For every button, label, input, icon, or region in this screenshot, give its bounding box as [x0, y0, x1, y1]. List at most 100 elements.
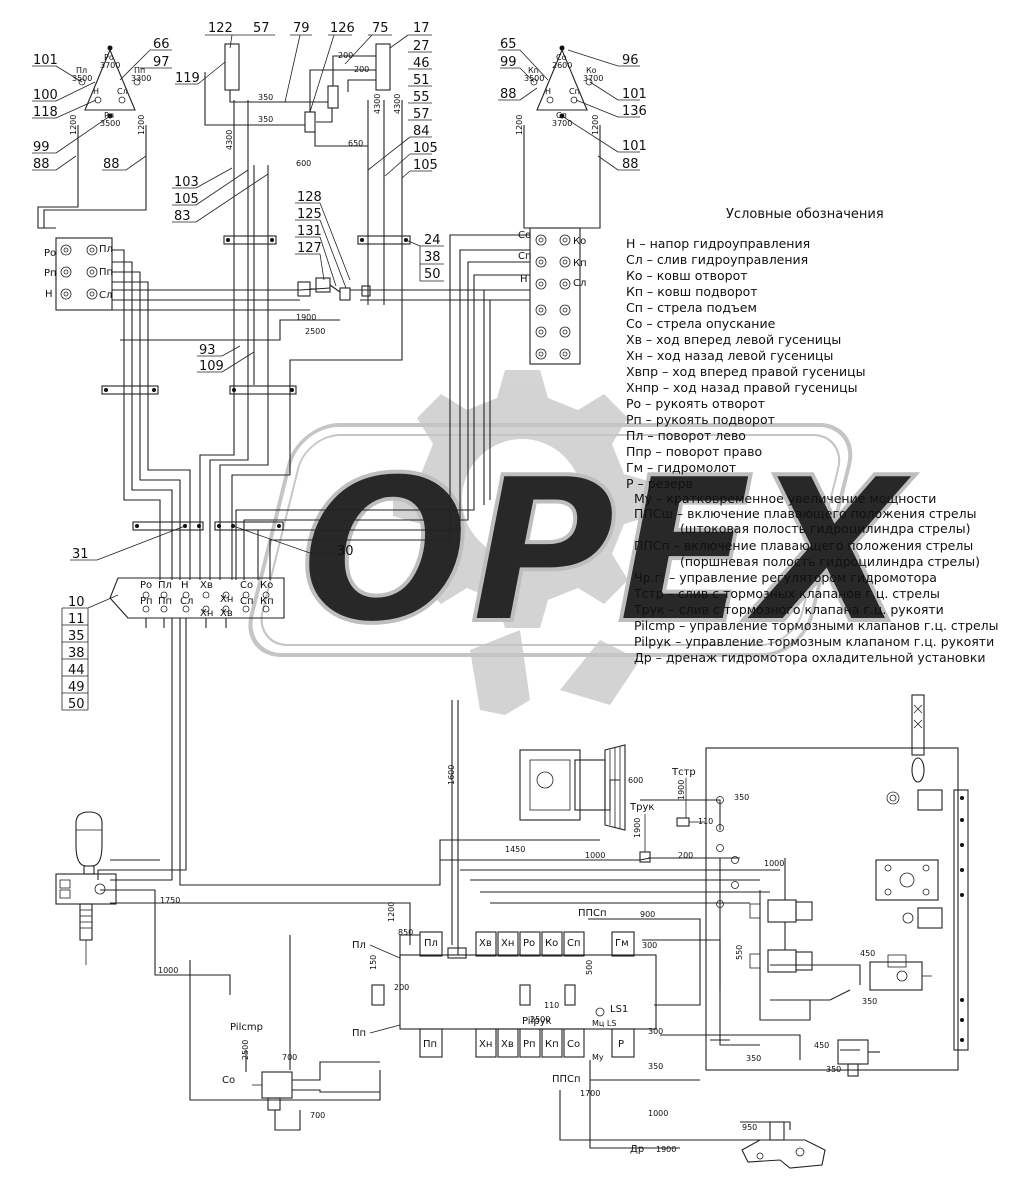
dim-31: 150: [369, 955, 378, 970]
label-mu: Му: [592, 1053, 604, 1062]
pilcmp-valve: Pilcmp Со: [222, 1022, 380, 1131]
legend-item-24: Pilcmp – управление тормозными клапанов …: [634, 618, 999, 633]
dim-21: 1900: [633, 818, 642, 838]
vb-top-2: Хн: [501, 938, 514, 949]
jr-top: Со: [556, 53, 567, 62]
dist-bot-3: Хн: [200, 608, 213, 619]
vb-bot-6: Р: [618, 1039, 624, 1050]
dim-38: 450: [860, 949, 875, 958]
callout-24: 24: [424, 233, 441, 248]
drain-valve: Др: [630, 1121, 826, 1169]
dim-13: 1900: [296, 313, 316, 322]
bl-r0c1: Пл: [99, 244, 113, 255]
jr-right: Ко: [586, 66, 597, 75]
accumulator: [55, 811, 117, 965]
legend-item-1: Сл – слив гидроуправления: [626, 252, 808, 267]
legend: Условные обозначения Н – напор гидроупра…: [626, 207, 999, 665]
dim-39: 350: [862, 997, 877, 1006]
dim-6: 4300: [393, 94, 402, 114]
dim-48: 450: [814, 1041, 829, 1050]
watermark-gear: ОРЕХ: [248, 370, 918, 715]
legend-item-14: Гм – гидромолот: [626, 460, 736, 475]
dist-bot-4: Хв: [220, 608, 233, 619]
callout-122: 122: [208, 21, 233, 36]
br-r0c1: Ко: [573, 236, 586, 247]
block-left: Ро Пл Рп Пп Н Сл: [44, 237, 113, 311]
callout-44: 44: [68, 663, 85, 678]
vb-top-0: Пл: [424, 938, 438, 949]
jl-left: Пл: [76, 66, 87, 75]
label-mu-ls: Мц LS: [592, 1019, 616, 1028]
callout-79: 79: [293, 21, 310, 36]
jr-right-val: 3700: [583, 74, 603, 83]
callout-118: 118: [33, 105, 58, 120]
dim-9: 1200: [69, 115, 78, 135]
bl-r1c0: Рп: [44, 268, 57, 279]
callout-126: 126: [330, 21, 355, 36]
legend-item-15: Р – резерв: [626, 476, 693, 491]
legend-item-18: (штоковая полость гидроцилиндра стрелы): [680, 521, 970, 536]
callout-131: 131: [297, 224, 322, 239]
callout-38: 38: [424, 250, 441, 265]
block-right: Со Ко Сп Кп Н Сл: [518, 227, 587, 365]
callout-10: 10: [68, 595, 85, 610]
label-dr: Др: [630, 1144, 644, 1155]
callout-51: 51: [413, 73, 430, 88]
legend-item-17: ППСш – включение плавающего положения ст…: [634, 506, 977, 521]
callout-57b: 57: [413, 107, 430, 122]
callout-49: 49: [68, 680, 85, 695]
callout-38b: 38: [68, 646, 85, 661]
br-r1c0: Сп: [518, 251, 532, 262]
label-ppsp-top: ППСп: [578, 908, 607, 919]
dist-bot-2: Сл: [180, 596, 193, 607]
callout-99: 99: [33, 140, 50, 155]
jr-center-r: Сп: [569, 87, 580, 96]
dim-27: 850: [398, 928, 413, 937]
vb-bot-3: Рп: [523, 1039, 536, 1050]
dim-7: 200: [338, 51, 353, 60]
legend-item-2: Ко – ковш отворот: [626, 268, 748, 283]
dim-34: 2500: [530, 1015, 550, 1024]
callout-46: 46: [413, 56, 430, 71]
legend-item-8: Хвпр – ход вперед правой гусеницы: [626, 364, 865, 379]
br-r2c1: Сл: [573, 278, 586, 289]
dim-18: 200: [678, 851, 693, 860]
callouts-distributor: 10 11 35 38 44 49 50: [61, 594, 119, 712]
dist-top-5: Со: [240, 580, 253, 591]
dim-22: 350: [734, 793, 749, 802]
legend-item-6: Хв – ход вперед левой гусеницы: [626, 332, 841, 347]
cooling-panel: [705, 694, 969, 1077]
bl-r2c0: Н: [45, 289, 53, 300]
dim-17: 1000: [585, 851, 605, 860]
dim-47: 950: [742, 1123, 757, 1132]
dist-bot-0: Рп: [140, 596, 153, 607]
legend-title: Условные обозначения: [726, 207, 884, 222]
legend-item-7: Хн – ход назад левой гусеницы: [626, 348, 833, 363]
callout-35: 35: [68, 629, 85, 644]
upper-pipes: [37, 100, 601, 580]
dim-2: 600: [296, 159, 311, 168]
callout-65: 65: [500, 37, 517, 52]
legend-item-11: Рп – рукоять подворот: [626, 412, 775, 427]
callout-96: 96: [622, 53, 639, 68]
label-co: Со: [222, 1075, 235, 1086]
joystick-right: Со 2600 Кп 3500 Ко 3700 Н Сп Сп 3700: [524, 45, 603, 128]
dim-8: 200: [354, 65, 369, 74]
vb-top-3: Ро: [523, 938, 535, 949]
callout-88: 88: [33, 157, 50, 172]
legend-item-9: Хнпр – ход назад правой гусеницы: [626, 380, 858, 395]
label-truk: Трук: [629, 802, 654, 813]
dim-29: 300: [642, 941, 657, 950]
dim-49: 350: [826, 1065, 841, 1074]
distributor-plate: Ро Пл Н Хв Хн Со Ко Рп Пп Сл Хн Хв Сп Кп: [109, 577, 285, 619]
bl-r1c1: Пп: [99, 267, 113, 278]
callout-88d: 88: [622, 157, 639, 172]
dim-28: 900: [640, 910, 655, 919]
jr-left: Кп: [528, 66, 539, 75]
dim-46: 1900: [656, 1145, 676, 1154]
vb-top-1: Хв: [479, 938, 492, 949]
jr-left-val: 3500: [524, 74, 544, 83]
jl-top-val: 3700: [100, 61, 120, 70]
bl-r2c1: Сл: [99, 290, 112, 301]
distributor-ports: [142, 591, 270, 613]
